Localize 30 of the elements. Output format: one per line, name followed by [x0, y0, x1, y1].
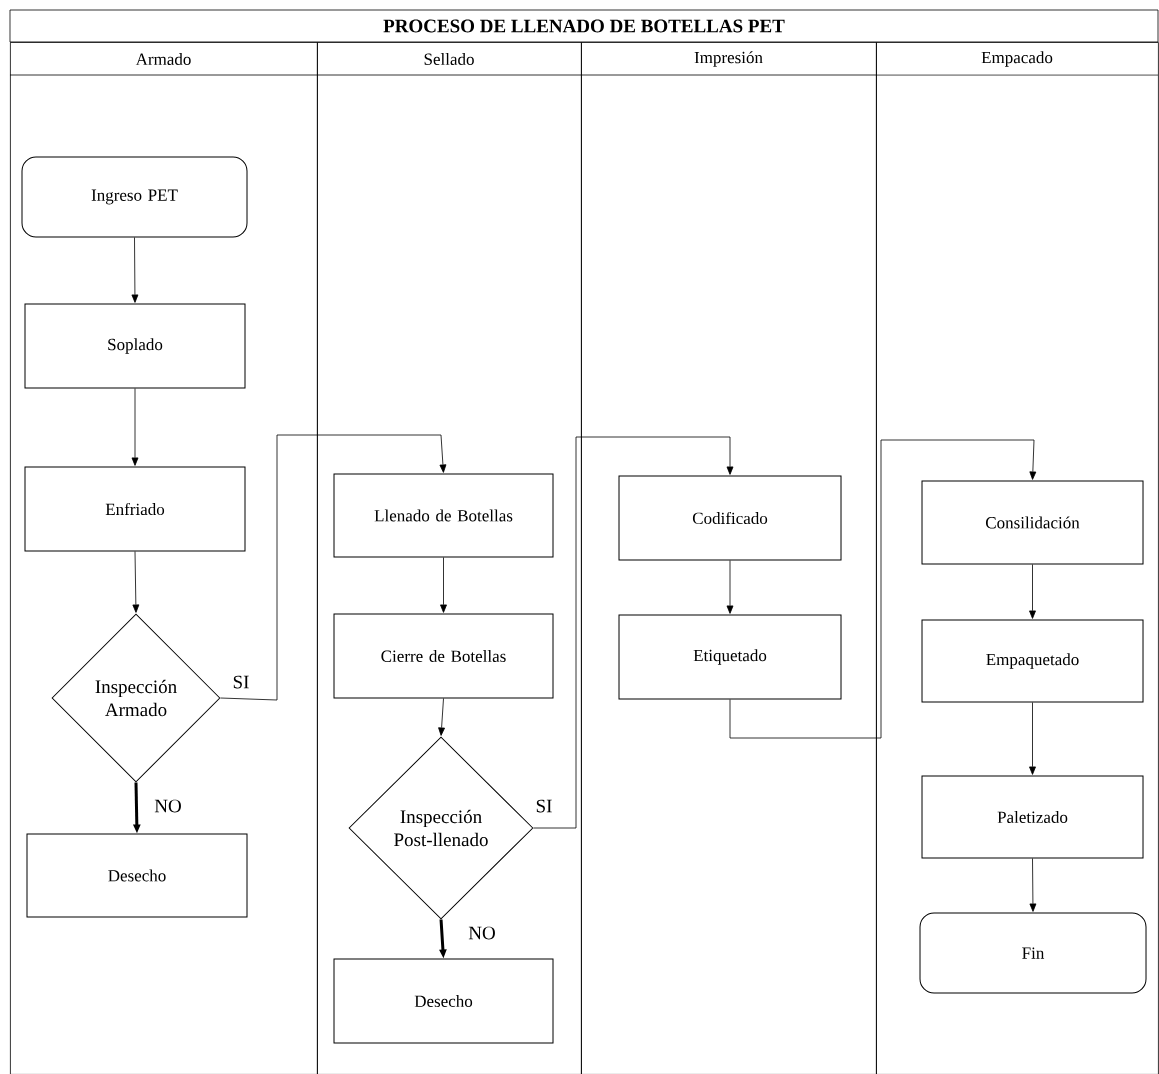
- arrow: [132, 551, 140, 613]
- edge-label: SI: [233, 675, 249, 689]
- process-box: Cierre de Botellas: [333, 613, 554, 699]
- process-box: Soplado: [24, 303, 246, 389]
- process-box: Empaquetado: [921, 619, 1144, 703]
- edge-label: NO: [468, 926, 495, 940]
- arrow: [729, 439, 1037, 739]
- arrow: [533, 436, 734, 829]
- terminal-box: Fin: [919, 912, 1147, 994]
- process-box: Consilidación: [921, 480, 1144, 565]
- arrow: [1029, 858, 1037, 912]
- arrow: [438, 698, 445, 736]
- process-box: Paletizado: [921, 775, 1144, 859]
- arrow: [220, 434, 447, 701]
- arrow: [1029, 564, 1036, 619]
- process-box: Etiquetado: [618, 614, 842, 700]
- process-box: Codificado: [618, 475, 842, 561]
- arrow: [1029, 702, 1036, 775]
- process-box: Enfriado: [24, 466, 246, 552]
- process-box: Llenado de Botellas: [333, 473, 554, 558]
- edge-label: SI: [536, 799, 552, 813]
- arrow: [726, 560, 734, 614]
- process-box: Desecho: [333, 958, 554, 1044]
- arrow: [131, 388, 139, 466]
- process-box: Desecho: [26, 833, 248, 918]
- terminal-box: Ingreso PET: [21, 156, 248, 238]
- title-bar: PROCESO DE LLENADO DE BOTELLAS PET: [9, 9, 1159, 43]
- arrow: [440, 557, 447, 613]
- arrow: [131, 237, 139, 303]
- edge-label: NO: [154, 799, 181, 813]
